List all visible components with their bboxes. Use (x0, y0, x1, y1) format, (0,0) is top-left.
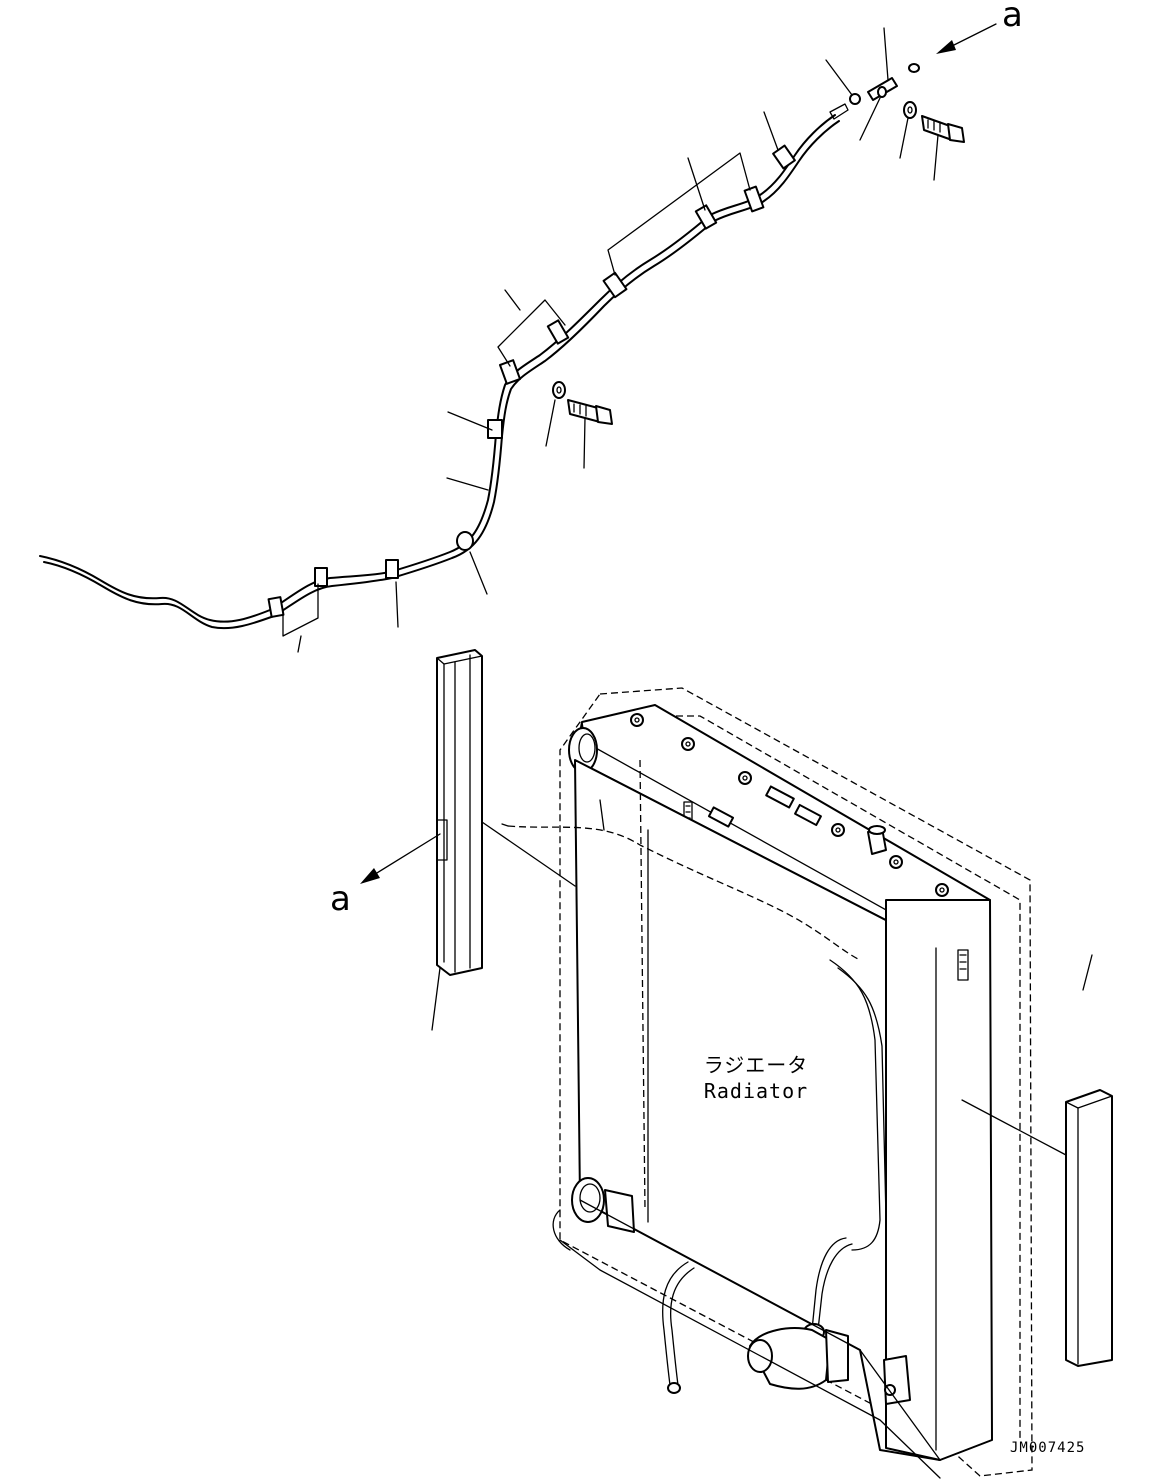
harness-tube-inner (43, 120, 840, 630)
harness-tube (39, 114, 836, 623)
grommet-1 (456, 531, 474, 551)
washer-mid (552, 381, 566, 399)
filler-neck (867, 825, 887, 855)
clamp-7 (602, 271, 628, 299)
nameplate-1 (765, 785, 795, 809)
top-tank-bolts (630, 713, 949, 897)
bolt-mid (567, 399, 613, 425)
nameplate-3 (794, 803, 822, 827)
overflow-hose (829, 959, 881, 1251)
radiator-assembly: ラジエータ Radiator (481, 687, 1067, 1479)
radiator-harness-route (507, 825, 861, 961)
drain-hose (662, 1261, 695, 1394)
callout-a-top: a (936, 0, 1023, 54)
radiator-shroud-outline (559, 687, 1033, 1477)
harness-assembly: a (39, 0, 1093, 1031)
bottom-right-bracket (883, 1355, 911, 1405)
callout-letter-left: a (330, 879, 351, 919)
lower-outlet-pipe (552, 1177, 635, 1251)
bottom-outlet-elbow (747, 1327, 849, 1390)
callout-letter-top: a (1002, 0, 1023, 35)
washer-top (903, 101, 917, 119)
clamp-2 (314, 567, 328, 587)
bolt-top (921, 115, 965, 143)
cap-top (908, 63, 920, 73)
fitting-top (867, 77, 898, 101)
left-cover-strip (436, 649, 483, 976)
clamp-1 (267, 596, 285, 618)
grille-plate-2 (957, 949, 969, 981)
clamp-8 (694, 204, 718, 230)
right-cover-strip (1065, 1089, 1113, 1367)
callout-a-left: a (330, 833, 441, 919)
drawing-id: JM007425 (1010, 1440, 1085, 1456)
clamp-3 (385, 559, 399, 579)
clamp-6 (546, 319, 570, 345)
clamp-9 (743, 185, 765, 213)
radiator-label-jp: ラジエータ (704, 1053, 809, 1077)
nameplate-2 (707, 806, 735, 828)
leader-lines (282, 27, 1093, 1031)
clamp-5 (499, 359, 521, 385)
radiator-label-en: Radiator (704, 1079, 808, 1103)
tube-end-fitting (829, 103, 849, 120)
clamp-10 (772, 144, 796, 170)
lower-hose (811, 1237, 847, 1331)
nut-top (849, 93, 861, 105)
